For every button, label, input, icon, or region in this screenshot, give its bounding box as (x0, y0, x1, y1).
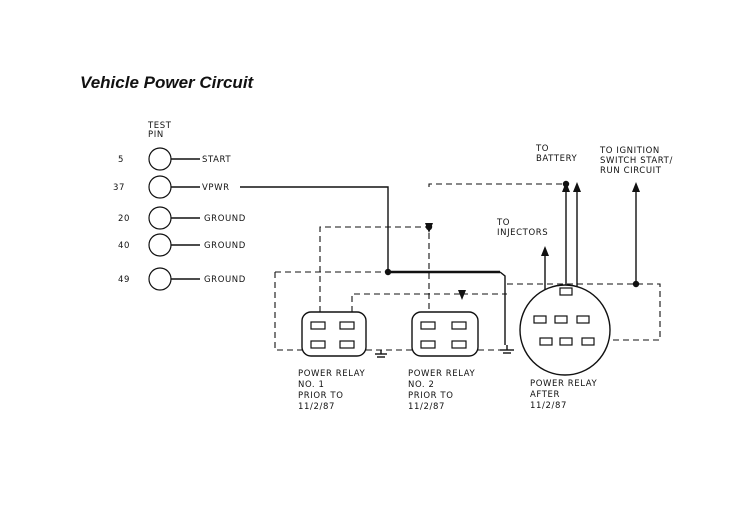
arrow-up-icon (541, 246, 549, 256)
test-pin-header-line-2: PIN (148, 130, 164, 140)
svg-text:11/2/87: 11/2/87 (530, 401, 567, 411)
svg-text:AFTER: AFTER (530, 390, 560, 400)
pin-label: GROUND (204, 214, 246, 224)
solid-wires (240, 186, 637, 345)
pin-number: 37 (113, 183, 125, 193)
svg-text:NO. 1: NO. 1 (298, 380, 325, 390)
pin-number: 5 (118, 155, 124, 165)
test-pin-20: 20 GROUND (118, 206, 246, 230)
pin-label: VPWR (202, 183, 230, 193)
pin-terminal (148, 206, 172, 230)
arrow-up-icon (573, 182, 581, 192)
pin-terminal (148, 147, 172, 171)
arrow-up-icon (632, 182, 640, 192)
svg-text:NO. 2: NO. 2 (408, 380, 435, 390)
svg-text:PRIOR TO: PRIOR TO (408, 391, 454, 401)
test-pin-49: 49 GROUND (118, 267, 246, 291)
relay-after-caption: POWER RELAY AFTER 11/2/87 (530, 379, 598, 411)
pin-terminal (148, 233, 172, 257)
test-pin-5: 5 START (118, 147, 231, 171)
svg-text:POWER RELAY: POWER RELAY (298, 369, 366, 379)
test-pin-header-line-1: TEST (147, 121, 172, 131)
power-relay-2 (411, 311, 514, 357)
svg-text:11/2/87: 11/2/87 (408, 402, 445, 412)
ground-icon (375, 350, 387, 358)
pin-number: 40 (118, 241, 130, 251)
pin-number: 49 (118, 275, 130, 285)
relay-1-caption: POWER RELAY NO. 1 PRIOR TO 11/2/87 (298, 369, 366, 412)
power-relay-1 (301, 311, 387, 358)
arrow-up-icon (562, 182, 570, 192)
pin-label: START (202, 155, 231, 165)
test-pin-40: 40 GROUND (118, 233, 246, 257)
arrow-icons (425, 182, 640, 300)
pin-number: 20 (118, 214, 130, 224)
power-relay-after (519, 284, 611, 376)
test-pin-37: 37 VPWR (113, 175, 230, 199)
pin-label: GROUND (204, 241, 246, 251)
svg-text:POWER RELAY: POWER RELAY (408, 369, 476, 379)
pin-terminal (148, 175, 172, 199)
dashed-wires (274, 183, 661, 351)
svg-text:PRIOR TO: PRIOR TO (298, 391, 344, 401)
battery-label-line-1: TO (535, 144, 549, 154)
svg-text:POWER RELAY: POWER RELAY (530, 379, 598, 389)
pin-label: GROUND (204, 275, 246, 285)
injectors-label-line-2: INJECTORS (497, 228, 548, 238)
battery-label-line-2: BATTERY (536, 154, 578, 164)
pin-terminal (148, 267, 172, 291)
ignition-label-line-1: TO IGNITION (599, 146, 660, 156)
ignition-label-line-2: SWITCH START/ (600, 156, 673, 166)
ignition-label-line-3: RUN CIRCUIT (600, 166, 662, 176)
arrow-down-icon (425, 223, 433, 233)
injectors-label-line-1: TO (496, 218, 510, 228)
diagram-title: Vehicle Power Circuit (80, 73, 255, 92)
ground-icon (500, 345, 514, 354)
relay-2-caption: POWER RELAY NO. 2 PRIOR TO 11/2/87 (408, 369, 476, 412)
arrow-down-icon (458, 290, 466, 300)
svg-text:11/2/87: 11/2/87 (298, 402, 335, 412)
